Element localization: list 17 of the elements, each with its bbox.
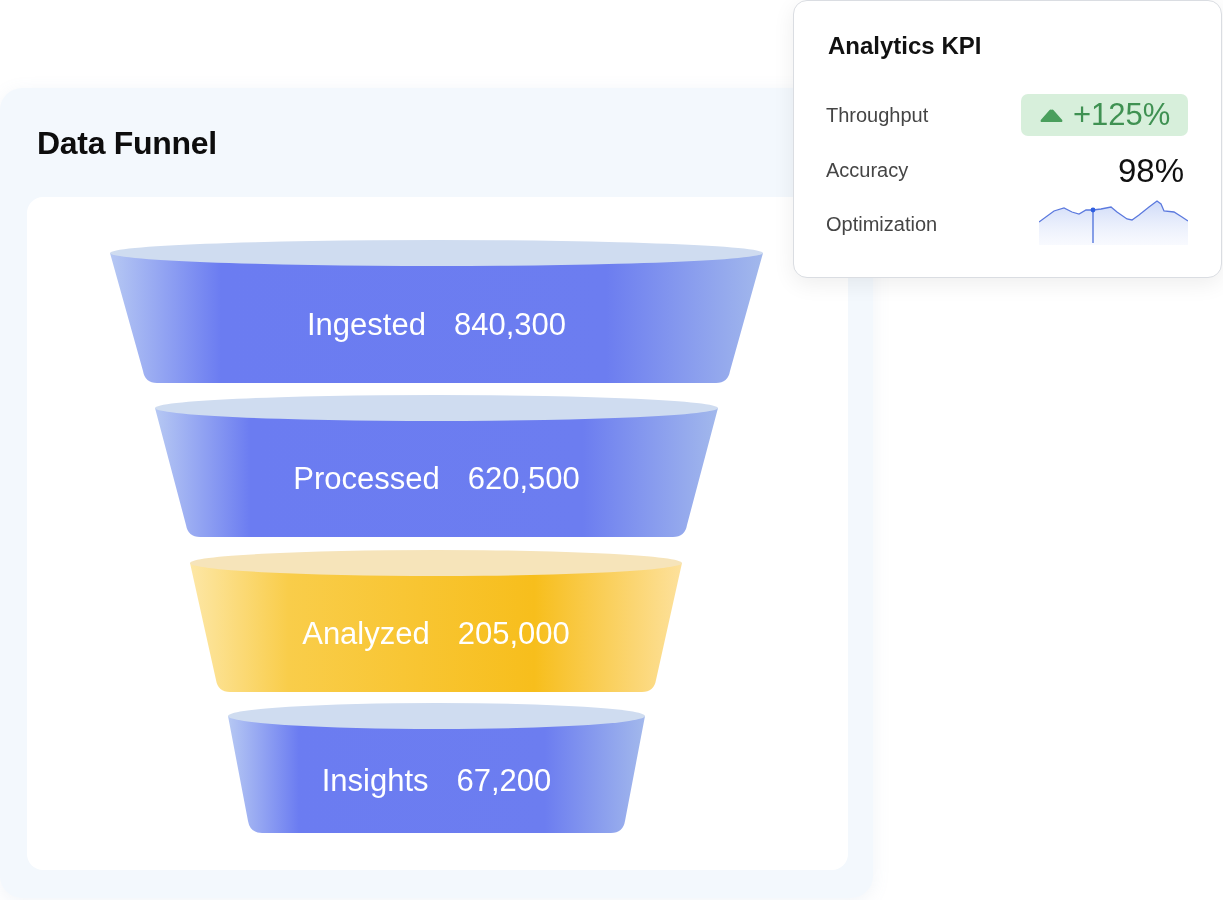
metric-value: 98%: [1117, 152, 1184, 190]
change-value: +125%: [1073, 97, 1171, 133]
card-title: Analytics KPI: [828, 32, 982, 60]
card-title: Data Funnel: [37, 124, 217, 162]
stage-label: Processed: [293, 461, 440, 497]
stage-value: 840,300: [453, 306, 566, 343]
stage-label: Analyzed: [302, 616, 430, 652]
metric-label: Optimization: [826, 213, 938, 236]
stage-value: 620,500: [467, 461, 580, 497]
change-badge: [1021, 94, 1188, 136]
stage-label: Insights: [321, 763, 429, 799]
stage-value: 67,200: [456, 763, 552, 799]
kpi-card: [793, 0, 1222, 278]
stage-label: Ingested: [307, 306, 426, 343]
metric-label: Throughput: [826, 104, 929, 127]
stage-value: 205,000: [457, 616, 570, 652]
metric-label: Accuracy: [826, 159, 909, 182]
